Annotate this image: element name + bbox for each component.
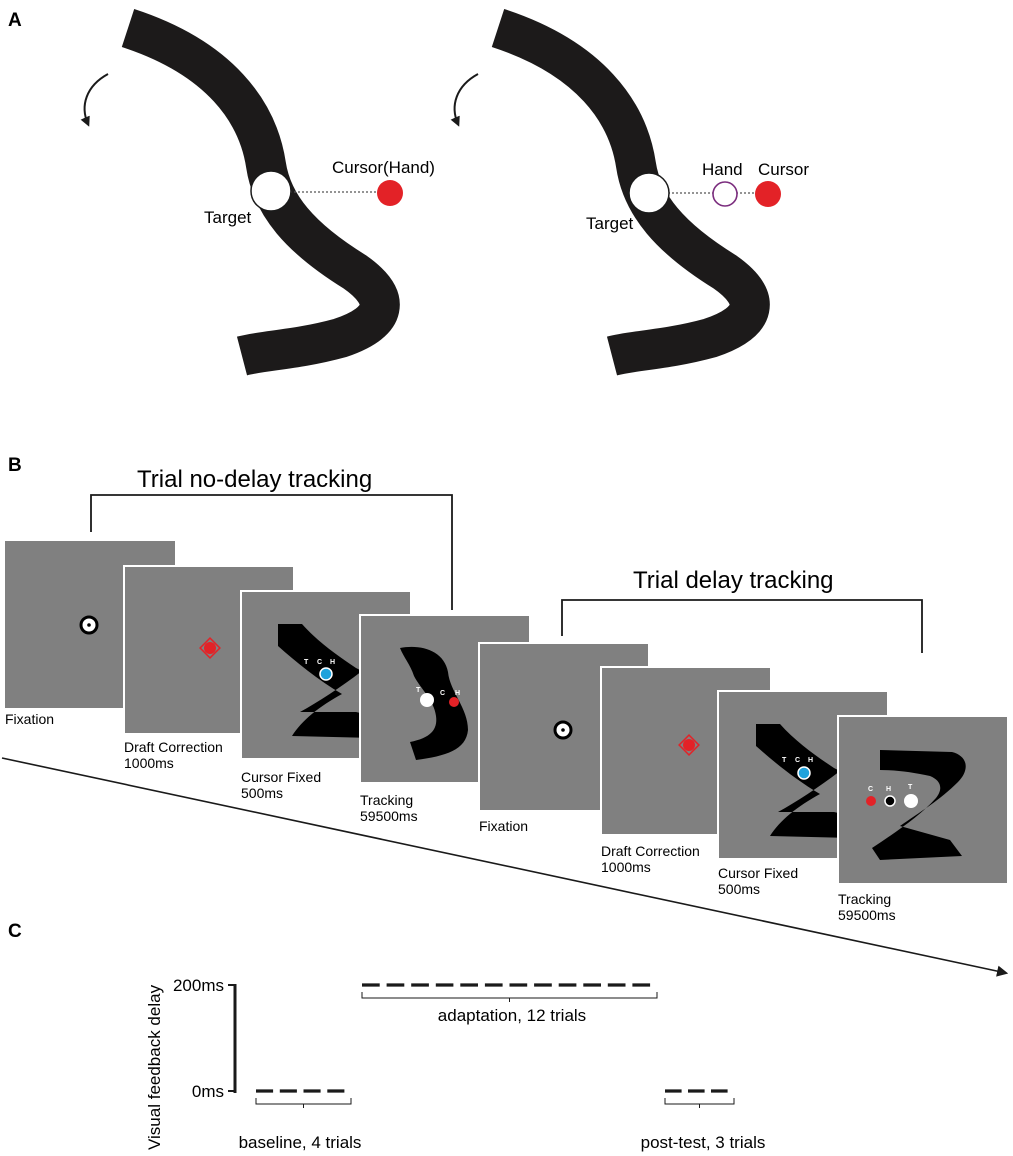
cursor-dot — [449, 697, 459, 707]
panel-b-letter: B — [8, 455, 22, 476]
marker-h: H — [330, 659, 335, 666]
marker-h: H — [808, 757, 813, 764]
frame-duration: 59500ms — [360, 808, 418, 824]
hand-circle — [712, 181, 738, 207]
marker-h: H — [455, 690, 460, 697]
hand-circle — [884, 795, 896, 807]
frame-duration: 500ms — [241, 785, 283, 801]
marker-t: T — [908, 784, 913, 791]
panel-a-right: Target Hand Cursor — [450, 8, 809, 376]
marker-t: T — [782, 757, 787, 764]
fixed-cursor — [797, 766, 811, 780]
track-shape — [278, 624, 374, 738]
fixation-dot — [87, 623, 91, 627]
track-shape — [756, 724, 852, 838]
panel-c-letter: C — [8, 921, 22, 942]
trial1-bracket — [90, 494, 453, 610]
timeline-arrow — [1, 757, 1009, 977]
screen — [837, 715, 1009, 885]
frame-label: Fixation — [479, 818, 528, 834]
frame-label: Cursor Fixed — [718, 865, 798, 881]
fixed-cursor — [319, 667, 333, 681]
frame-duration: 500ms — [718, 881, 760, 897]
correction-marker — [683, 739, 695, 751]
target-dot — [904, 794, 918, 808]
trial1-title: Trial no-delay tracking — [137, 466, 372, 493]
frame-label: Fixation — [5, 711, 54, 727]
phase-label-baseline: baseline, 4 trials — [239, 1133, 362, 1152]
frame-duration: 1000ms — [124, 755, 174, 771]
frame-duration: 1000ms — [601, 859, 651, 875]
track-path — [491, 8, 770, 376]
target-circle — [250, 170, 292, 212]
trial2-title: Trial delay tracking — [633, 567, 834, 594]
track-path — [121, 8, 400, 376]
panel-a-left: Target Cursor(Hand) — [80, 8, 435, 376]
y-tick-label-low: 0ms — [192, 1082, 224, 1101]
y-axis-label: Visual feedback delay — [145, 984, 164, 1150]
marker-h: H — [886, 786, 891, 793]
fixation-dot — [561, 728, 565, 732]
frame-label: Tracking — [838, 891, 891, 907]
correction-marker — [204, 642, 216, 654]
target-dot — [420, 693, 434, 707]
correction-marker-frame — [678, 734, 700, 756]
frame-duration: 59500ms — [838, 907, 896, 923]
track-shape — [400, 646, 468, 760]
cursor-dot — [755, 181, 781, 207]
frame-label: Cursor Fixed — [241, 769, 321, 785]
rotation-arrow — [80, 73, 109, 127]
target-label: Target — [204, 208, 252, 227]
frame-label: Draft Correction — [124, 739, 223, 755]
cursor-dot — [866, 796, 876, 806]
marker-c: C — [795, 757, 800, 764]
marker-c: C — [317, 659, 322, 666]
frame-label: Draft Correction — [601, 843, 700, 859]
trial2-bracket — [561, 599, 923, 653]
phase-brace — [255, 1098, 352, 1108]
phase-brace — [361, 992, 658, 1002]
cursor-hand-label: Cursor(Hand) — [332, 158, 435, 177]
track-shape — [872, 750, 966, 860]
correction-marker-frame — [199, 637, 221, 659]
cursor-label: Cursor — [758, 160, 809, 179]
hand-label: Hand — [702, 160, 743, 179]
phase-layer — [255, 983, 735, 1108]
marker-t: T — [304, 659, 309, 666]
phase-brace — [664, 1098, 735, 1108]
cursor-dot — [377, 180, 403, 206]
rotation-arrow — [450, 73, 479, 127]
marker-c: C — [440, 690, 445, 697]
target-circle — [628, 172, 670, 214]
target-label: Target — [586, 214, 634, 233]
frame-label: Tracking — [360, 792, 413, 808]
phase-label-adaptation: adaptation, 12 trials — [438, 1006, 586, 1025]
phase-label-post-test: post-test, 3 trials — [641, 1133, 766, 1152]
marker-c: C — [868, 786, 873, 793]
frame-tracking-2: C H T — [837, 715, 1009, 885]
y-tick-label-high: 200ms — [173, 976, 224, 995]
marker-t: T — [416, 687, 421, 694]
panel-a-letter: A — [8, 10, 22, 31]
